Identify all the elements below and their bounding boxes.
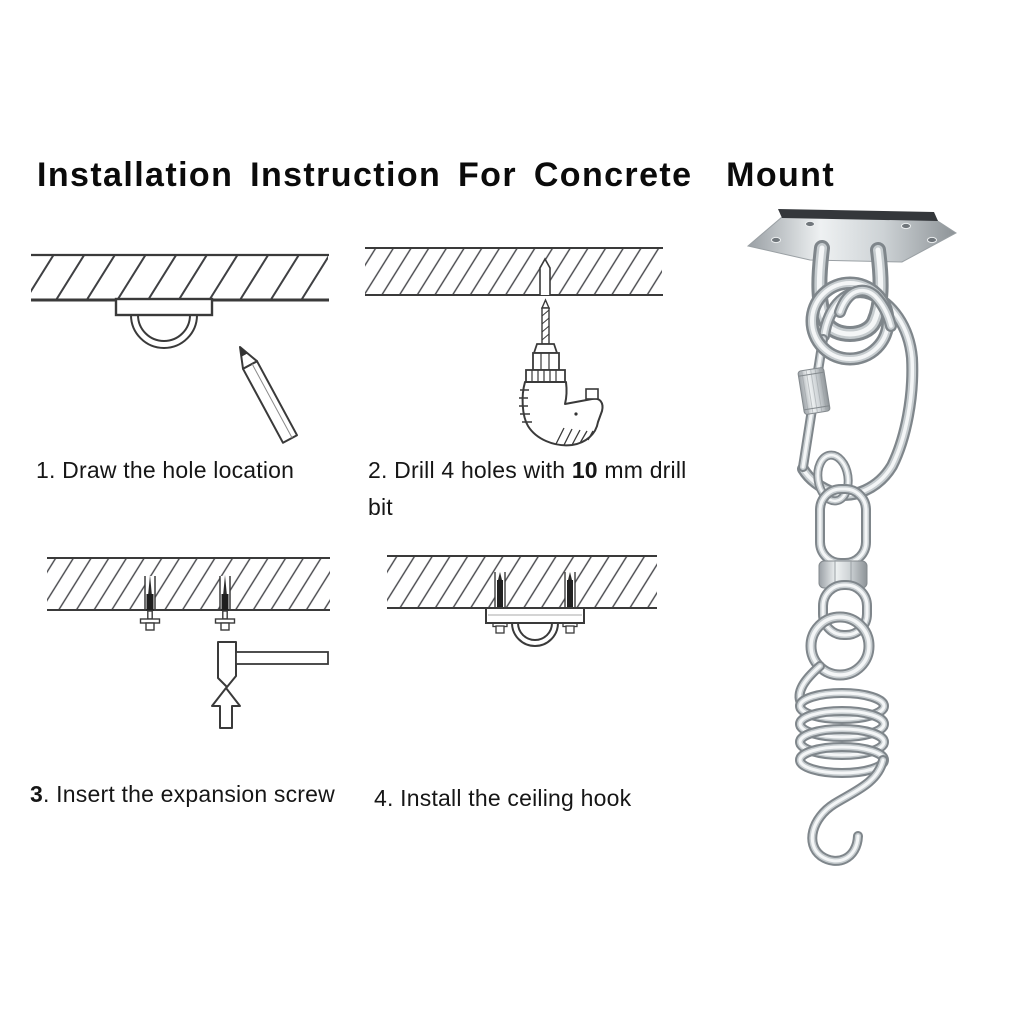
installed-hook-plate-icon [485, 607, 585, 647]
hammer-icon [217, 641, 329, 688]
ceiling-cross-section-icon [387, 555, 657, 609]
step1-illustration [31, 253, 329, 444]
hook-plate-outline-icon [114, 297, 214, 349]
page-title: Installation Instruction For Concrete Mo… [37, 156, 836, 194]
step2-caption: 2. Drill 4 holes with 10 mm drill bit [368, 452, 718, 526]
step2-caption-line2: bit [368, 494, 393, 520]
ceiling-cross-section-icon [31, 253, 329, 302]
ceiling-plate [746, 209, 957, 263]
up-arrow-icon [211, 687, 241, 729]
step3-caption: 3. Insert the expansion screw [30, 776, 335, 813]
knurled-lock-sleeve [797, 367, 831, 415]
step2-illustration [365, 247, 663, 447]
double-eye-swivel [819, 489, 867, 635]
ceiling-cross-section-icon [47, 557, 330, 611]
drilled-hole [540, 259, 550, 295]
screw-lock-carabiner [798, 292, 913, 494]
pencil-icon [239, 346, 298, 444]
step3-illustration [47, 557, 330, 729]
step1-caption: 1. Draw the hole location [36, 452, 294, 489]
product-photo [746, 209, 957, 886]
step4-caption: 4. Install the ceiling hook [374, 780, 631, 817]
step3-caption-text: . Insert the expansion screw [43, 781, 335, 807]
step4-illustration [387, 555, 657, 647]
step2-caption-text: 2. Drill 4 holes with [368, 457, 572, 483]
step3-number: 3 [30, 781, 43, 807]
spring-hook [800, 617, 884, 861]
drill-icon [519, 298, 604, 447]
step4-caption-text: 4. Install the ceiling hook [374, 785, 632, 811]
step2-caption-text2: mm drill [597, 457, 687, 483]
step1-caption-text: 1. Draw the hole location [36, 457, 295, 483]
ceiling-cross-section-icon [365, 247, 663, 296]
drill-size-value: 10 [571, 457, 598, 483]
